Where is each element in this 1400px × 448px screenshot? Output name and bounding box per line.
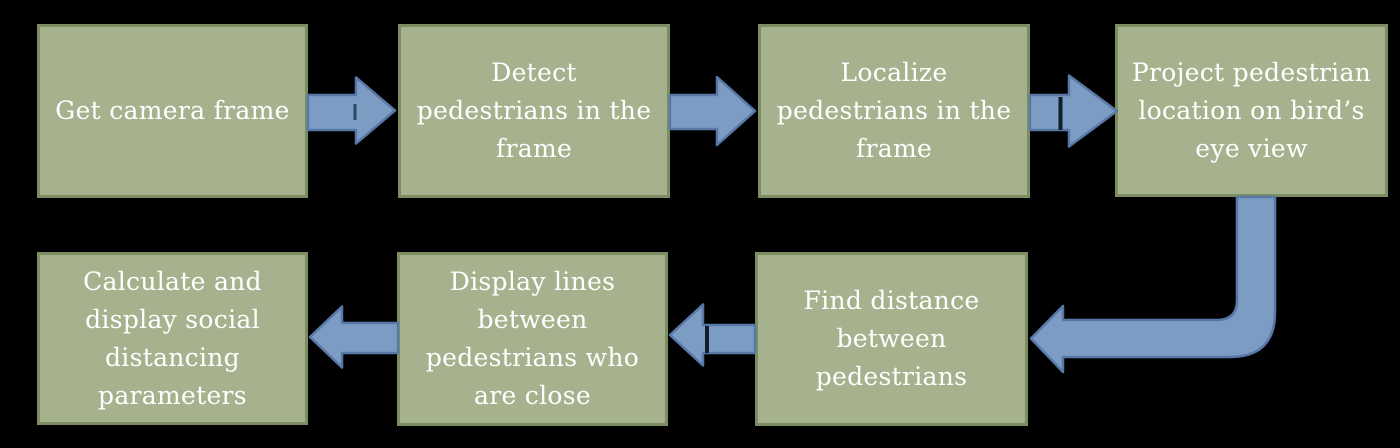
right-arrow-icon <box>306 76 397 145</box>
step-box-detect-pedestrians: Detect pedestrians in the frame <box>398 24 670 198</box>
left-arrow-icon <box>308 305 400 369</box>
step-box-project-birds-eye-view: Project pedestrian location on bird’s ey… <box>1115 24 1388 197</box>
step-box-display-lines: Display lines between pedestrians who ar… <box>397 252 668 426</box>
text-cursor-mark <box>1058 97 1063 130</box>
right-arrow-icon <box>1028 74 1119 148</box>
text-cursor-mark <box>705 326 709 353</box>
step-label: Localize pedestrians in the frame <box>776 58 1012 163</box>
step-box-find-distance: Find distance between pedestrians <box>755 252 1028 426</box>
right-arrow-icon <box>668 75 757 147</box>
step-label: Get camera frame <box>55 96 290 125</box>
step-label: Calculate and display social distancing … <box>83 266 262 410</box>
arrow-seam-mark <box>353 104 357 120</box>
step-label: Project pedestrian location on bird’s ey… <box>1131 57 1372 163</box>
step-box-calculate-parameters: Calculate and display social distancing … <box>37 252 308 425</box>
step-label: Display lines between pedestrians who ar… <box>425 267 640 410</box>
step-box-get-camera-frame: Get camera frame <box>37 24 308 198</box>
step-box-localize-pedestrians: Localize pedestrians in the frame <box>758 24 1030 198</box>
left-arrow-icon <box>668 303 757 367</box>
step-label: Find distance between pedestrians <box>803 286 980 391</box>
curved-down-left-arrow-icon <box>1029 195 1277 374</box>
step-label: Detect pedestrians in the frame <box>416 58 652 163</box>
